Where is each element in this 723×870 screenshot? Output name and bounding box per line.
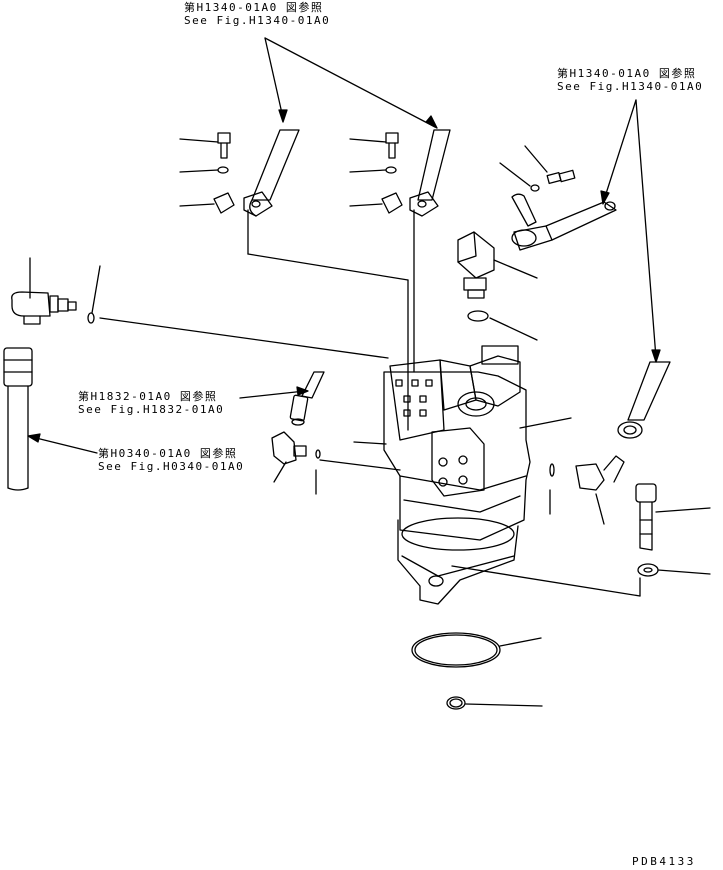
drawing-code: PDB4133 [632,855,696,868]
reference-label-en: See Fig.H1340-01A0 [184,14,331,27]
washer-right [637,563,711,597]
bolt-right-top [499,145,576,192]
small-o-ring [446,696,543,710]
reference-leaders [27,37,661,454]
elbow-fitting-top [457,231,538,299]
clamp-set-left [179,132,273,217]
reference-label-h1832: 第H1832-01A0 図参照 See Fig.H1832-01A0 [78,390,224,416]
o-ring-top [467,310,538,341]
reference-label-jp: 第H1340-01A0 図参照 [184,1,324,14]
hose-right [617,361,671,439]
o-ring-right [549,463,555,515]
reference-label-jp: 第H1832-01A0 図参照 [78,390,218,403]
o-ring-left [87,265,101,324]
reference-label-en: See Fig.H1832-01A0 [78,403,225,416]
motor-flange-base [397,517,641,605]
reference-label-en: See Fig.H1340-01A0 [557,80,704,93]
reference-label-h1340-top: 第H1340-01A0 図参照 See Fig.H1340-01A0 [184,1,330,27]
fitting-h1832 [289,371,325,426]
elbow-h0340 [271,431,321,495]
clamp-set-right [349,132,439,217]
hose-upper-right [413,129,451,373]
reference-label-en: See Fig.H0340-01A0 [98,460,245,473]
reference-label-jp: 第H0340-01A0 図参照 [98,447,238,460]
reference-label-h0340: 第H0340-01A0 図参照 See Fig.H0340-01A0 [98,447,244,473]
hose-fitting-left-upper [11,257,77,325]
hose-left-vertical [3,347,33,491]
hose-upper-left [247,129,409,431]
flange-right-top [511,193,617,251]
swing-motor-body [383,345,572,541]
large-o-ring [411,632,542,668]
elbow-fitting-right [575,455,625,525]
reference-label-h1340-right: 第H1340-01A0 図参照 See Fig.H1340-01A0 [557,67,703,93]
leader-lines-motor [99,317,401,471]
bolt-right [635,483,711,551]
reference-label-jp: 第H1340-01A0 図参照 [557,67,697,80]
